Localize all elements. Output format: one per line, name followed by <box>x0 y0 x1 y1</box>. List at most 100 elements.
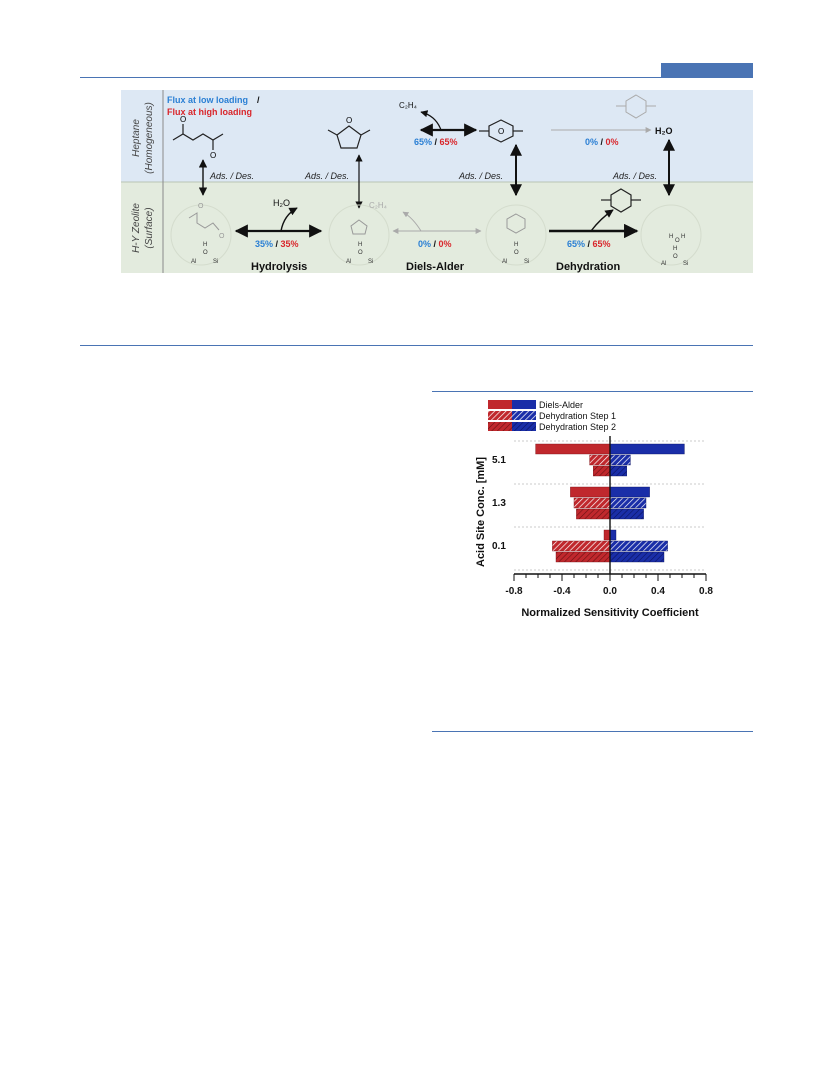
legend-swatch-red-1 <box>488 411 512 420</box>
bar-pos-1-0 <box>609 486 650 498</box>
x-tick-label-0: -0.8 <box>505 586 523 597</box>
step-dehydration: Dehydration <box>556 261 620 273</box>
ads-des-2: Ads. / Des. <box>304 171 349 181</box>
legend-swatch-red-0 <box>488 400 512 409</box>
bar-pos-2-2 <box>609 551 665 563</box>
svg-text:H: H <box>681 234 685 240</box>
phase-label-top-2: (Homogeneous) <box>144 102 155 174</box>
bar-pos-1-1 <box>609 497 647 509</box>
ads-des-3: Ads. / Des. <box>458 171 503 181</box>
svg-text:Al: Al <box>346 259 351 265</box>
svg-text:Si: Si <box>213 259 218 265</box>
bar-pos-0-0 <box>609 443 685 455</box>
step-hydrolysis: Hydrolysis <box>251 261 307 273</box>
svg-text:Si: Si <box>683 261 688 267</box>
header-rule <box>80 77 753 78</box>
flux-surf-dehy-low: 65% <box>567 239 585 249</box>
chart-axis: -0.8 -0.4 0.0 0.4 0.8 <box>505 436 713 597</box>
chart-bars: 5.11.30.1 <box>492 443 685 563</box>
svg-text:H: H <box>358 242 362 248</box>
bar-pos-0-1 <box>609 454 631 466</box>
category-label-0: 5.1 <box>492 455 506 466</box>
chart-xlabel: Normalized Sensitivity Coefficient <box>521 607 699 619</box>
flux-top-da-sep: / <box>432 137 440 147</box>
svg-text:Al: Al <box>502 259 507 265</box>
svg-text:O: O <box>203 250 208 256</box>
bar-neg-2-1 <box>552 540 611 552</box>
bar-neg-1-0 <box>570 486 611 498</box>
step-diels-alder: Diels-Alder <box>406 261 465 273</box>
svg-text:H: H <box>673 246 677 252</box>
phase-label-bottom-1: H-Y Zeolite <box>131 203 142 253</box>
bar-pos-1-2 <box>609 508 644 520</box>
svg-text:O: O <box>210 151 216 160</box>
svg-text:Si: Si <box>524 259 529 265</box>
x-tick-label-4: 0.8 <box>699 586 713 597</box>
h2o-top: H₂O <box>655 126 673 136</box>
legend-swatch-blue-1 <box>512 411 536 420</box>
legend-label-2: Dehydration Step 2 <box>539 422 616 432</box>
bar-pos-0-2 <box>609 465 627 477</box>
ads-des-4: Ads. / Des. <box>612 171 657 181</box>
hexanedione-molecule <box>172 124 224 150</box>
svg-text:65% / 65%: 65% / 65% <box>567 239 611 249</box>
bar-pos-2-1 <box>609 540 668 552</box>
oxanorbornene-molecule <box>479 119 523 143</box>
x-tick-label-1: -0.4 <box>553 586 571 597</box>
flux-top-da-high: 65% <box>440 137 458 147</box>
svg-text:O: O <box>675 238 680 244</box>
svg-text:Si: Si <box>368 259 373 265</box>
flux-top-dehy-low: 0% <box>585 137 598 147</box>
h2o-surf: H₂O <box>273 198 290 208</box>
dimethylfuran-molecule <box>327 125 371 149</box>
svg-text:O: O <box>498 127 504 136</box>
phase-label-bottom-2: (Surface) <box>144 207 155 248</box>
legend-high: Flux at high loading <box>167 107 252 117</box>
flux-surf-hyd-high: 35% <box>281 239 299 249</box>
c2h4-surf: C₂H₄ <box>369 201 387 210</box>
svg-text:O: O <box>358 250 363 256</box>
flux-surf-da-high: 0% <box>439 239 452 249</box>
bar-neg-2-0 <box>603 529 611 541</box>
flux-top-dehy-high: 0% <box>606 137 619 147</box>
legend-low: Flux at low loading <box>167 95 248 105</box>
legend-slash: / <box>257 95 260 105</box>
chart-box-bottom-rule <box>432 731 753 732</box>
legend-label-0: Diels-Alder <box>539 400 583 410</box>
svg-text:Al: Al <box>661 261 666 267</box>
reaction-scheme: Heptane (Homogeneous) H-Y Zeolite (Surfa… <box>121 90 753 273</box>
svg-text:O: O <box>219 233 225 240</box>
svg-text:0% / 0%: 0% / 0% <box>418 239 452 249</box>
svg-text:35% / 35%: 35% / 35% <box>255 239 299 249</box>
chart-box-top-rule <box>432 391 753 392</box>
c2h4-top: C₂H₄ <box>399 101 417 110</box>
bar-neg-0-2 <box>592 465 611 477</box>
bar-pos-2-0 <box>609 529 617 541</box>
flux-surf-hyd-low: 35% <box>255 239 273 249</box>
flux-surf-dehy-high: 65% <box>593 239 611 249</box>
x-tick-label-2: 0.0 <box>603 586 617 597</box>
bar-neg-0-1 <box>589 454 611 466</box>
legend-label-1: Dehydration Step 1 <box>539 411 616 421</box>
bar-neg-0-0 <box>535 443 611 455</box>
flux-surf-da-low: 0% <box>418 239 431 249</box>
section-rule-1 <box>80 345 753 346</box>
legend-swatch-blue-0 <box>512 400 536 409</box>
bar-neg-2-2 <box>555 551 611 563</box>
svg-text:O: O <box>180 115 186 124</box>
svg-text:O: O <box>514 250 519 256</box>
category-label-1: 1.3 <box>492 498 506 509</box>
x-tick-label-3: 0.4 <box>651 586 665 597</box>
header-tab <box>661 63 753 77</box>
svg-text:0% / 0%: 0% / 0% <box>585 137 619 147</box>
phase-label-top-1: Heptane <box>131 119 142 157</box>
flux-top-da-low: 65% <box>414 137 432 147</box>
bar-neg-1-2 <box>576 508 611 520</box>
svg-text:H: H <box>514 242 518 248</box>
svg-text:O: O <box>198 203 204 210</box>
svg-text:65% / 65%: 65% / 65% <box>414 137 458 147</box>
svg-text:O: O <box>346 116 352 125</box>
zeolite-region <box>121 182 753 273</box>
